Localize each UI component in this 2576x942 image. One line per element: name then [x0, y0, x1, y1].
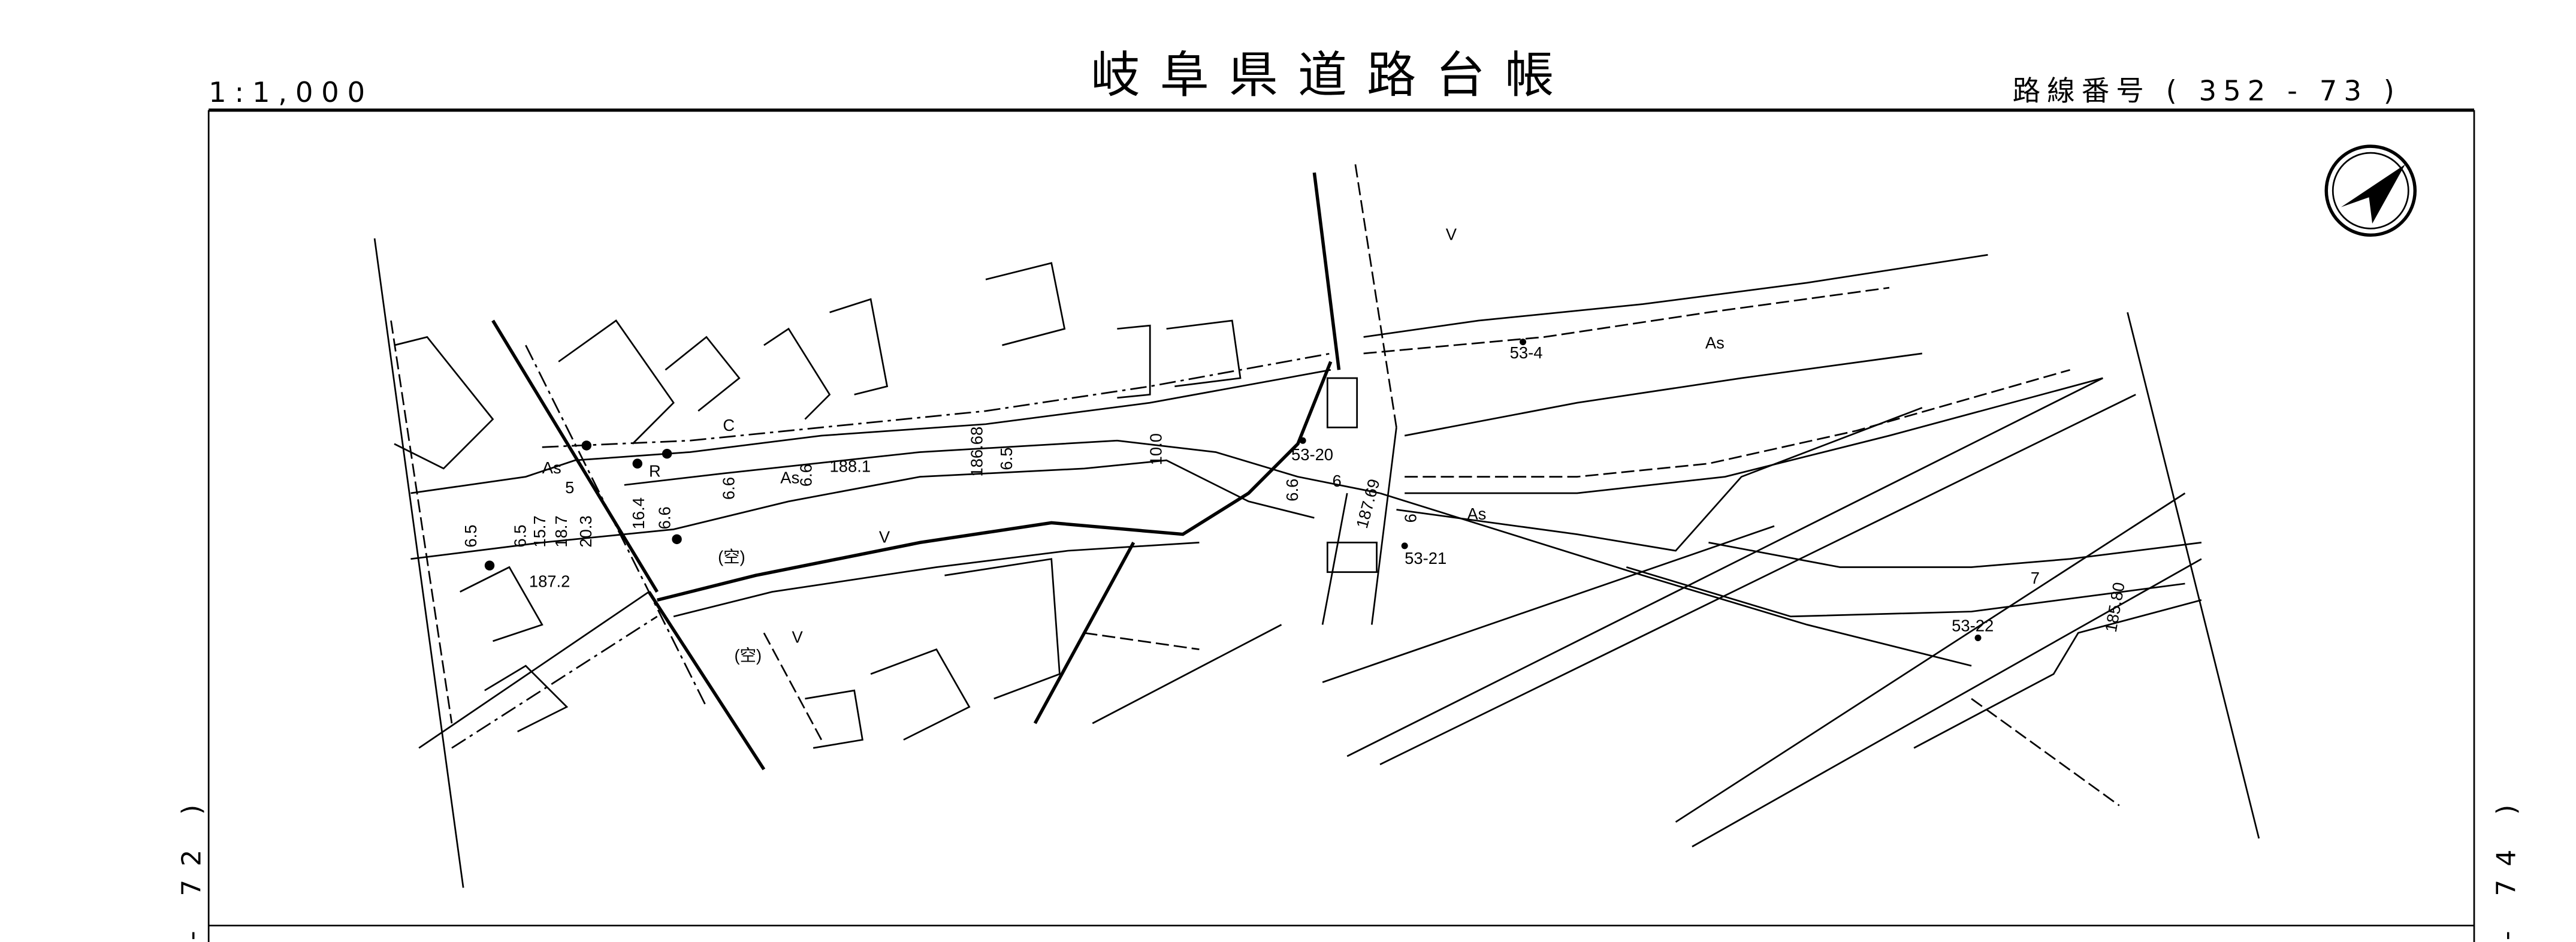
benchmark-label: 53-21	[1405, 549, 1446, 567]
map-labels: As As As As 188.1 187.2 186.68 187.69 18…	[461, 225, 2128, 665]
width-label: 6.6	[720, 477, 738, 500]
elevation-label: 186.68	[968, 427, 986, 477]
width-label: 6.6	[796, 464, 815, 487]
page-title: 岐阜県道路台帳	[1091, 47, 1574, 104]
elevation-label: 187.2	[529, 572, 570, 590]
width-label: 6.5	[997, 448, 1016, 470]
benchmark-label: 53-22	[1952, 616, 1994, 635]
surface-label: As	[780, 469, 799, 487]
vacant-lot-label: (空)	[718, 547, 745, 566]
vacant-lot-label: (空)	[735, 646, 762, 665]
north-arrow-icon	[2324, 144, 2417, 237]
surface-label: As	[542, 458, 561, 477]
width-label: 6.6	[1283, 479, 1301, 502]
adjacent-sheet-right: - 74 )	[2492, 792, 2522, 940]
width-label: 6.5	[511, 524, 529, 547]
map-mark: C	[723, 416, 735, 434]
width-label: 6.5	[461, 524, 480, 547]
width-label: 6	[1333, 472, 1342, 490]
elevation-label: 187.69	[1352, 477, 1384, 530]
width-label: 6.6	[656, 506, 674, 529]
map-mark: V	[1446, 225, 1457, 244]
elevation-label: 185.80	[2101, 581, 2128, 633]
surface-label: As	[1467, 505, 1486, 523]
width-label: 5	[565, 478, 574, 497]
width-label: 20.3	[576, 515, 595, 547]
width-label: 10.0	[1146, 433, 1165, 465]
width-label: 6	[1401, 514, 1420, 523]
map-mark: R	[649, 462, 661, 481]
width-label: 16.4	[629, 497, 648, 529]
width-label: 18.7	[552, 515, 570, 547]
map-linework	[373, 164, 2260, 888]
width-label: 7	[2031, 569, 2040, 587]
route-number: 路線番号 ( 352 - 73 )	[2013, 74, 2401, 107]
adjacent-sheet-left: - 72 )	[177, 792, 207, 940]
elevation-label: 188.1	[830, 457, 871, 475]
surface-label: As	[1705, 334, 1725, 352]
width-label: 15.7	[530, 515, 549, 547]
benchmark-label: 53-20	[1291, 445, 1333, 464]
benchmark-label: 53-4	[1510, 343, 1543, 362]
map-mark: V	[792, 628, 804, 647]
map-mark: V	[879, 527, 890, 546]
scale-label: 1:1,000	[209, 76, 373, 108]
